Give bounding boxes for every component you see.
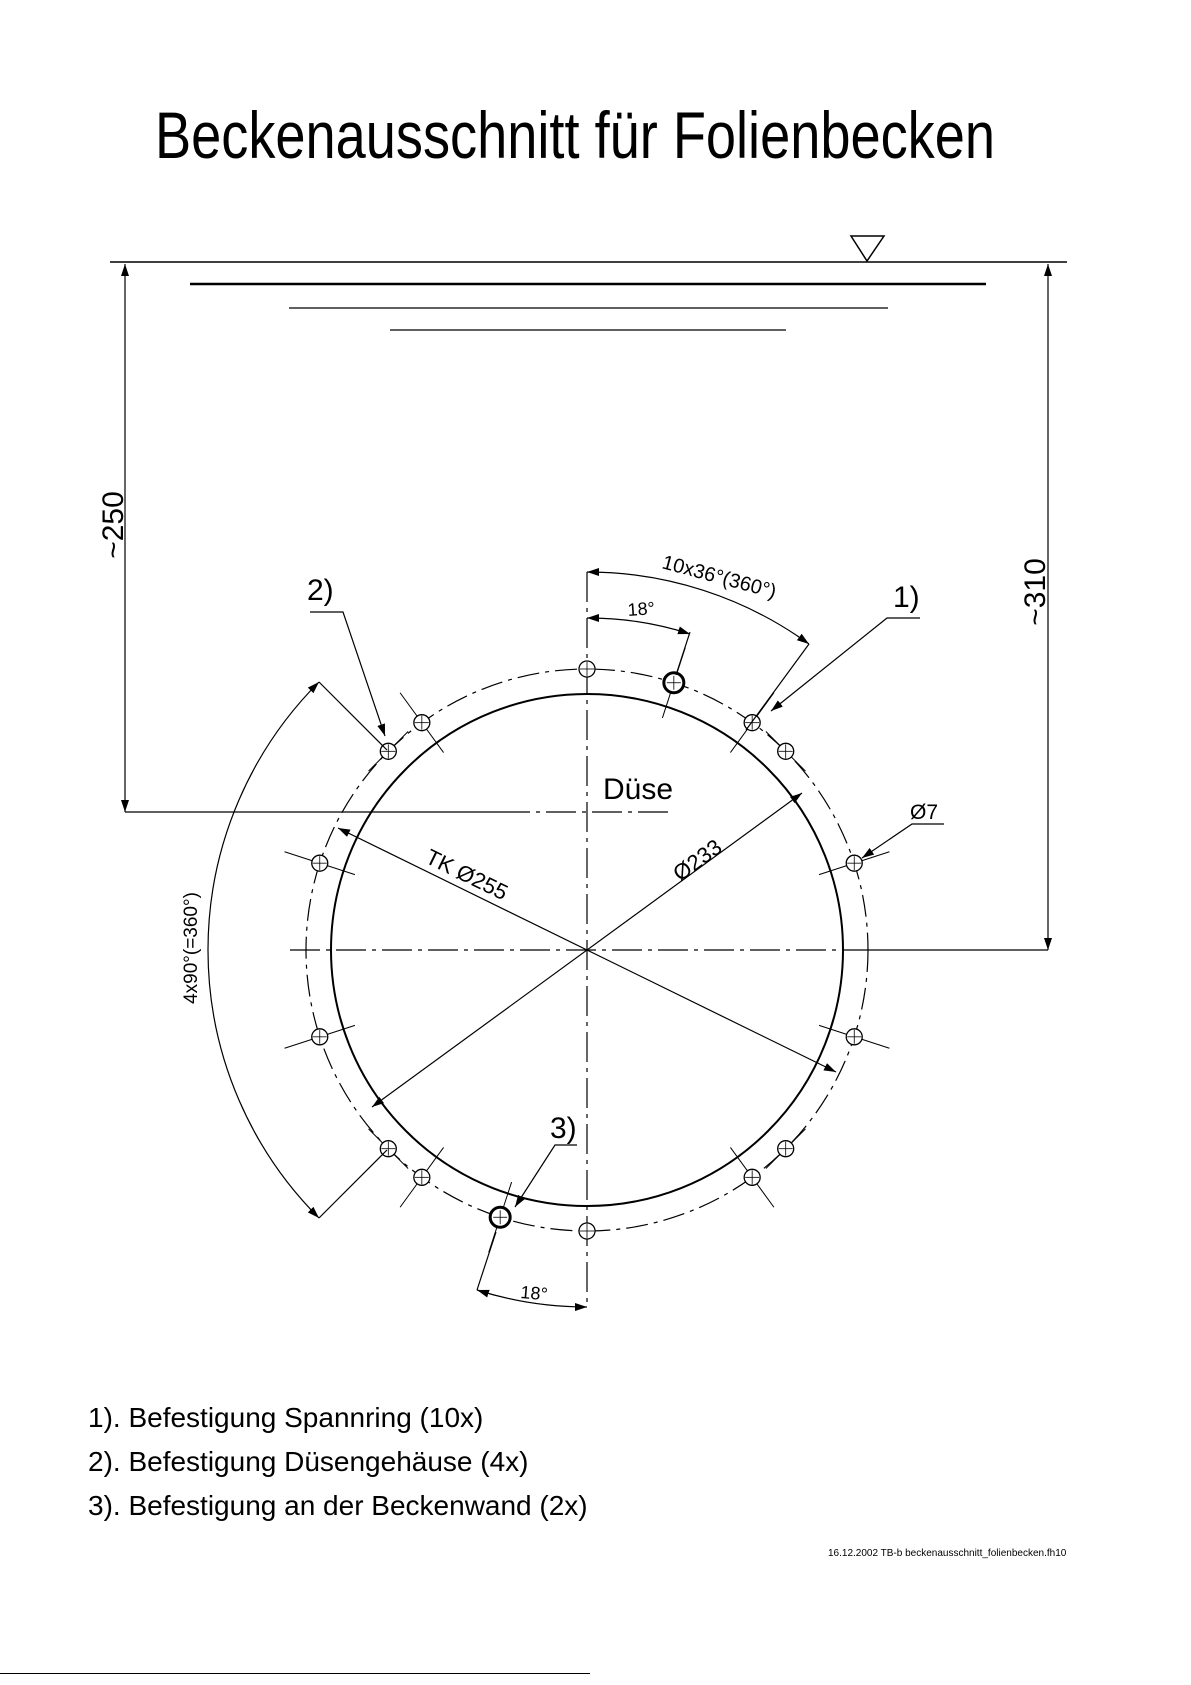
notes-list: 1). Befestigung Spannring (10x) 2). Befe… <box>88 1396 588 1528</box>
depth-label-left: ~250 <box>97 491 130 559</box>
nozzle-label: Düse <box>603 773 673 806</box>
footer-info: 16.12.2002 TB-b beckenausschnitt_folienb… <box>828 1548 1066 1559</box>
inner-diameter-label: Ø233 <box>668 834 726 886</box>
angle-label-top: 18° <box>627 598 656 620</box>
depth-dimension-left <box>125 264 500 812</box>
water-level <box>110 236 1067 330</box>
water-level-icon <box>851 236 884 261</box>
hole-diameter-label: Ø7 <box>910 801 938 824</box>
bottom-rule <box>0 1673 590 1674</box>
callout-1-label: 1) <box>893 581 920 614</box>
angle-label-bottom: 18° <box>520 1282 549 1304</box>
note-item: 3). Befestigung an der Beckenwand (2x) <box>88 1484 588 1528</box>
angle-label-duesengehaeuse: 4x90°(=360°) <box>181 892 202 1004</box>
note-item: 2). Befestigung Düsengehäuse (4x) <box>88 1440 588 1484</box>
angle-dimension-top <box>587 618 690 675</box>
callout-3-label: 3) <box>550 1112 577 1145</box>
depth-label-right: ~310 <box>1019 558 1052 626</box>
center-lines <box>290 572 870 1308</box>
callout-2-label: 2) <box>307 574 334 607</box>
page-title: Beckenausschnitt für Folienbecken <box>155 98 995 172</box>
bolt-circle-label: TK Ø255 <box>422 844 512 905</box>
angle-dimension-spannring <box>587 572 809 730</box>
hole-diameter-leader <box>862 824 944 858</box>
note-item: 1). Befestigung Spannring (10x) <box>88 1396 588 1440</box>
callout-2-leader <box>310 612 385 736</box>
